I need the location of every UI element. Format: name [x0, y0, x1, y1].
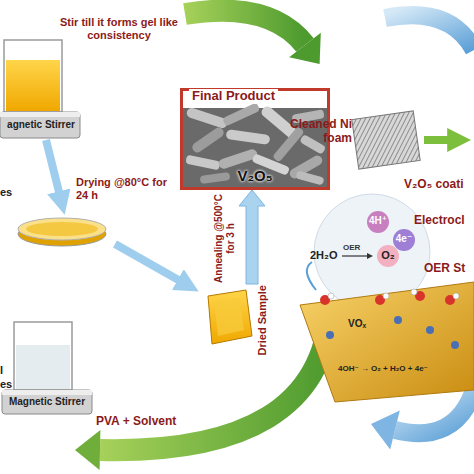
cycle-arrow-blue-part	[385, 15, 474, 50]
annotation-text: 2H₂O	[310, 249, 338, 262]
sem-image-part	[185, 155, 220, 171]
annotation-text: Drying @80°C for 24 h	[76, 176, 168, 201]
petri-dish-part	[26, 222, 98, 236]
annotation-text: OER	[343, 243, 360, 252]
edge-label: Annealing @500°C for 3 h	[213, 190, 236, 286]
oer-illustration-part	[300, 282, 474, 402]
sem-image-part	[217, 148, 258, 170]
annotation-text: agnetic Stirrer	[2, 119, 80, 131]
sem-image-part	[295, 171, 324, 186]
annotation-text: O₂	[376, 249, 400, 262]
beaker-gel-part	[4, 40, 62, 112]
node-title: Final Product	[189, 89, 278, 104]
process-arrow	[239, 190, 265, 284]
node-title: Dried Sample	[256, 280, 269, 360]
ni-foam-part	[424, 136, 452, 144]
product-box: Final ProductV₂O₅	[180, 88, 330, 190]
beaker-solution	[2, 322, 92, 414]
petri-dish	[18, 218, 106, 246]
cycle-arrow-blue-part	[371, 411, 400, 450]
annotation-text: 4e⁻	[392, 233, 416, 245]
beaker-solution-part	[2, 390, 92, 414]
oer-illustration-part	[307, 262, 316, 290]
oer-illustration-part	[328, 293, 334, 299]
beaker-gel-part	[0, 112, 80, 138]
annotation-text: es	[0, 378, 12, 391]
dried-block-part	[214, 298, 244, 336]
annotation-text: es	[0, 186, 12, 199]
dried-block	[208, 290, 252, 344]
annotation-text: VOₓ	[348, 318, 366, 330]
process-arrow	[46, 140, 182, 282]
annotation-text: 4OH⁻ → O₂ + H₂O + 4e⁻	[338, 364, 428, 373]
dried-block-part	[208, 290, 252, 344]
cycle-arrow-blue-part	[395, 390, 474, 433]
process-arrow-part	[46, 140, 60, 196]
sem-image-part	[200, 172, 231, 184]
sem-image-part	[190, 126, 225, 155]
annotation-text: Magnetic Stirrer	[4, 396, 90, 408]
oer-illustration-part	[393, 229, 415, 251]
sample-box: Dried Sample	[200, 284, 280, 360]
beaker-gel-part	[6, 60, 60, 111]
annotation-text: OER St	[424, 262, 465, 276]
oer-illustration-part	[453, 293, 459, 299]
oer-illustration	[300, 194, 474, 402]
sem-image-part	[272, 126, 305, 162]
beaker-solution-part	[14, 322, 72, 390]
beaker-gel-part	[0, 112, 80, 117]
beaker-gel	[0, 40, 80, 138]
oer-illustration-part	[394, 316, 402, 324]
oer-illustration-part	[411, 289, 417, 295]
oer-illustration-part	[342, 255, 370, 256]
node-text: V₂O₅	[183, 167, 327, 184]
sem-image-part	[185, 107, 228, 129]
beaker-solution-part	[16, 345, 70, 389]
cycle-arrow-green-part	[75, 430, 100, 470]
annotation-text: l	[0, 364, 3, 377]
sem-image-part	[226, 129, 271, 145]
beaker-solution-part	[2, 390, 92, 395]
oer-illustration-part	[426, 326, 434, 334]
oer-illustration-part	[377, 245, 399, 267]
annotation-text: V₂O₅ coati	[404, 178, 464, 192]
annotation-text: PVA + Solvent	[96, 415, 176, 429]
sem-image-part	[222, 102, 260, 126]
annotation-text: 4H⁺	[366, 215, 390, 227]
cycle-arrow-green-part	[185, 11, 305, 45]
sem-image-part	[299, 134, 326, 155]
oer-illustration-part	[383, 293, 389, 299]
petri-dish-part	[18, 218, 106, 240]
oer-illustration-part	[367, 211, 389, 233]
annotation-text: Stir till it forms gel like consistency	[60, 16, 178, 41]
sem-image	[182, 102, 328, 188]
annotation-text: Electrocl	[414, 214, 465, 228]
annotation-text: Cleaned Ni foam	[290, 118, 352, 146]
ni-foam	[352, 111, 452, 169]
cycle-arrow-green-part	[289, 33, 321, 64]
oer-illustration-part	[326, 331, 334, 339]
process-arrow-part	[115, 244, 182, 282]
cycle-arrow-green	[75, 11, 330, 470]
oer-illustration-part	[451, 341, 459, 349]
ni-foam-part	[352, 111, 420, 169]
